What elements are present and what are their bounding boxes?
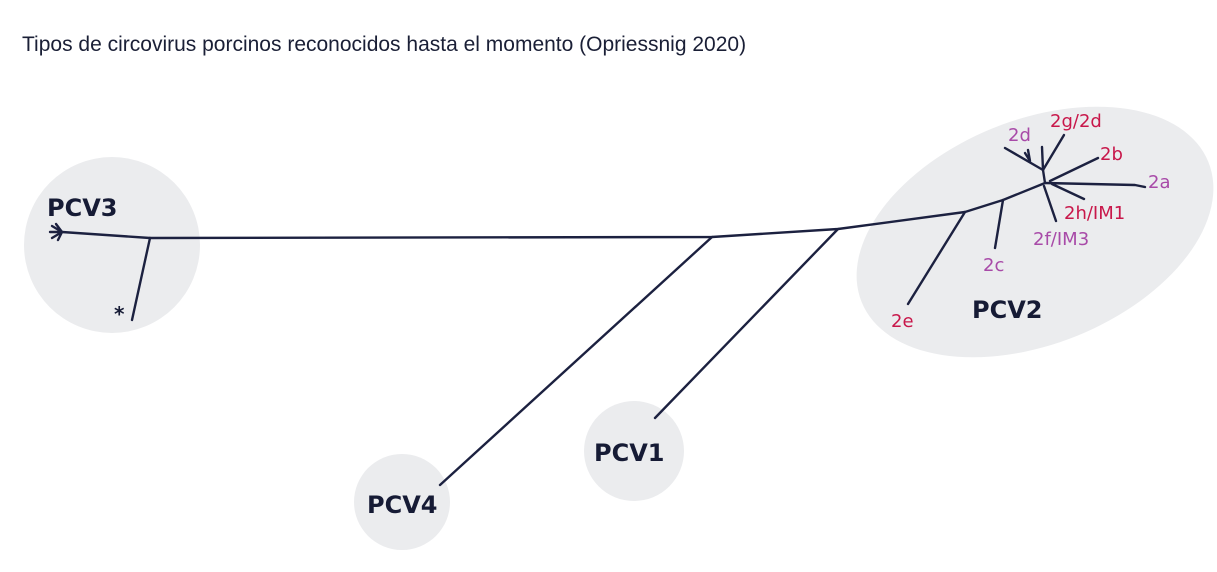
genotype-2e-label: 2e xyxy=(891,311,914,332)
pcv2-cluster xyxy=(856,106,1214,358)
pcv1-cluster xyxy=(584,401,684,501)
2f-branch xyxy=(1042,184,1058,223)
tree-branches xyxy=(48,133,1147,487)
2c-branch xyxy=(993,198,1005,250)
2d-sub-branch xyxy=(1023,148,1032,163)
pcv3-label: PCV3 xyxy=(47,194,117,222)
pcv3-star-branch xyxy=(130,236,152,322)
pcv3-branch xyxy=(60,230,152,240)
genotype-2c-label: 2c xyxy=(983,255,1004,276)
2h-branch xyxy=(1050,182,1086,201)
pcv4-cluster xyxy=(354,454,450,550)
genotype-2b-label: 2b xyxy=(1100,144,1123,165)
genotype-2a-label: 2a xyxy=(1148,172,1170,193)
pcv1-branch xyxy=(653,227,840,420)
genotype-2g-label: 2g/2d xyxy=(1050,111,1102,132)
pcv3-fork xyxy=(48,222,64,242)
pcv3-cluster xyxy=(24,157,200,333)
2e-branch xyxy=(906,210,967,306)
pcv3-asterisk: * xyxy=(114,302,125,326)
genotype-2h-label: 2h/IM1 xyxy=(1064,203,1125,224)
genotype-2d-label: 2d xyxy=(1008,125,1031,146)
pcv4-branch xyxy=(438,235,714,487)
2g-sub-branch xyxy=(1040,145,1045,172)
2a-branch xyxy=(1043,181,1147,189)
pcv4-label: PCV4 xyxy=(367,491,437,519)
2b-branch xyxy=(1048,156,1100,183)
pcv1-label: PCV1 xyxy=(594,439,664,467)
2d-branch xyxy=(1003,146,1045,172)
main-branch xyxy=(148,181,1047,240)
pcv2-label: PCV2 xyxy=(972,296,1042,324)
genotype-2f-label: 2f/IM3 xyxy=(1033,229,1089,250)
figure-title: Tipos de circovirus porcinos reconocidos… xyxy=(22,33,746,56)
